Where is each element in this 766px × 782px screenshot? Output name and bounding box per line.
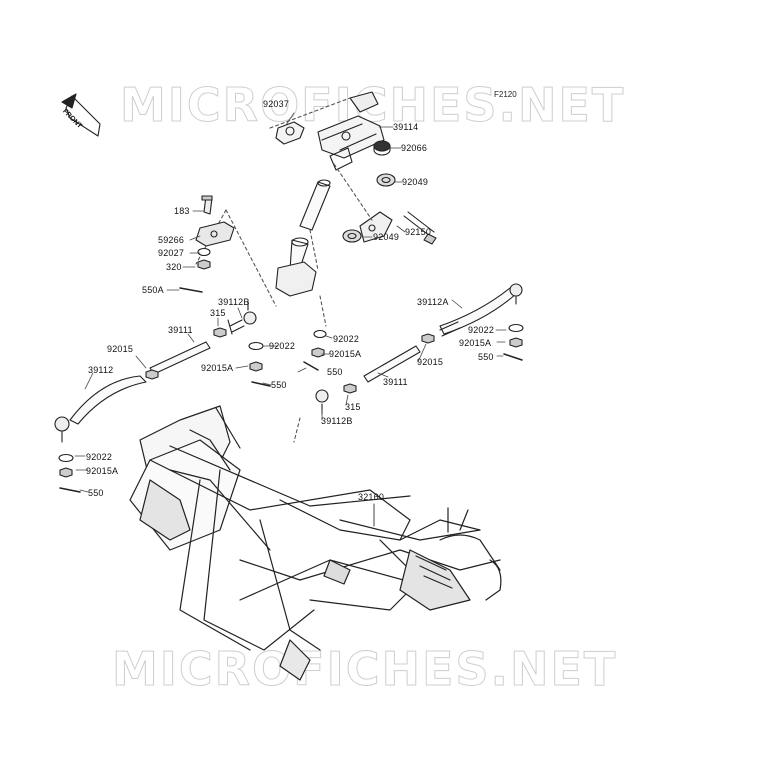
tie-rod-end-39112-left: [54, 375, 147, 443]
pin-550-left: [59, 487, 81, 493]
part-label-92022-mid: 92022: [269, 341, 296, 351]
front-arrow-icon: [61, 93, 101, 137]
bushing-92049-lower: [342, 229, 362, 243]
part-label-92049-lower: 92049: [373, 232, 400, 242]
nut-320: [197, 259, 211, 270]
plate-59266: [195, 221, 235, 247]
watermark-bottom: MICROFICHES.NET: [111, 642, 618, 697]
part-label-92015A-right: 92015A: [459, 338, 492, 348]
lower-holder: [359, 211, 393, 243]
part-label-92022-center: 92022: [333, 334, 360, 344]
part-label-92022-left: 92022: [86, 452, 113, 462]
steering-shaft-lower: [275, 237, 317, 297]
nut-315-right: [343, 383, 357, 394]
pin-550-right: [503, 353, 523, 361]
part-label-550-mid: 550: [271, 380, 287, 390]
washer-92022-mid: [248, 341, 264, 351]
frame-32160: [129, 405, 502, 681]
cap-92066: [373, 140, 391, 156]
tie-rod-end-39112A-right: [439, 283, 523, 337]
pin-550A: [179, 287, 203, 293]
washer-92022-right: [508, 323, 524, 333]
part-label-92066: 92066: [401, 143, 428, 153]
part-label-59266: 59266: [158, 235, 185, 245]
part-label-39114: 39114: [393, 122, 419, 132]
nut-92015-left: [145, 369, 159, 380]
tie-rod-end-39112B-left: [227, 301, 257, 335]
part-label-39111-right: 39111: [383, 377, 408, 387]
part-label-315-right: 315: [345, 402, 361, 412]
bolt-92150: [403, 211, 437, 245]
part-label-92049-upper: 92049: [402, 177, 429, 187]
part-label-32160: 32160: [358, 492, 385, 502]
part-label-39112: 39112: [88, 365, 114, 375]
nut-92015A-left: [59, 467, 73, 478]
part-label-92150: 92150: [405, 227, 432, 237]
washer-92022-center: [313, 329, 327, 339]
washer-92022-left: [58, 453, 74, 463]
pin-550-mid: [251, 381, 271, 387]
part-label-315-left: 315: [210, 308, 226, 318]
washer-92027: [197, 247, 211, 257]
part-label-39112B-right: 39112B: [321, 416, 353, 426]
bolt-183: [201, 195, 213, 215]
part-label-550-right: 550: [478, 352, 494, 362]
part-label-92015-right: 92015: [417, 357, 444, 367]
part-label-39112A: 39112A: [417, 297, 449, 307]
nut-92015A-center: [311, 347, 325, 358]
part-label-92015-left: 92015: [107, 344, 134, 354]
nut-92015-right: [421, 333, 435, 344]
steering-shaft-upper: [299, 179, 331, 231]
part-label-92015A-mid: 92015A: [201, 363, 234, 373]
part-label-92027: 92027: [158, 248, 185, 258]
part-label-92037: 92037: [263, 99, 290, 109]
holder-clamp-92037: [275, 121, 305, 145]
part-label-92015A-left: 92015A: [86, 466, 119, 476]
part-label-39112B-left: 39112B: [218, 297, 250, 307]
nut-92015A-right: [509, 337, 523, 348]
nut-315-left: [213, 327, 227, 338]
part-label-39111-left: 39111: [168, 325, 193, 335]
part-label-550-center: 550: [327, 367, 343, 377]
steering-holder-upper: [317, 91, 385, 171]
part-label-550A: 550A: [142, 285, 164, 295]
part-label-92015A-center: 92015A: [329, 349, 362, 359]
part-label-550-left: 550: [88, 488, 104, 498]
nut-92015A-mid: [249, 361, 263, 372]
part-label-92022-right: 92022: [468, 325, 495, 335]
part-label-320: 320: [166, 262, 182, 272]
bushing-92049-upper: [376, 173, 396, 187]
part-label-183: 183: [174, 206, 190, 216]
pin-550-center: [303, 361, 319, 371]
figure-code: F2120: [494, 90, 517, 99]
